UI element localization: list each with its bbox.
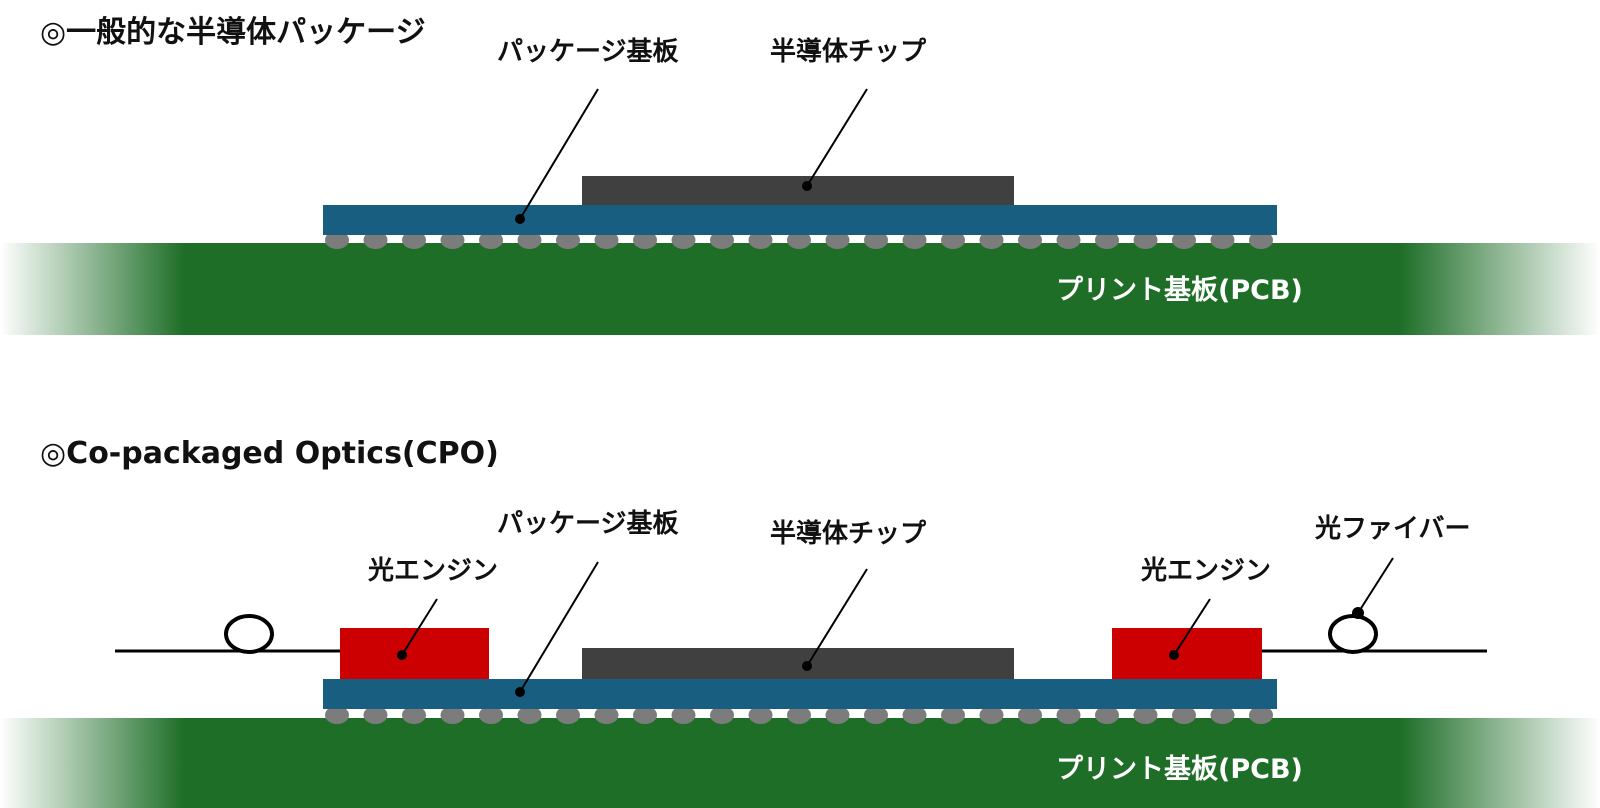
semiconductor-chip [582, 648, 1014, 679]
cpo-diagram: ◎Co-packaged Optics(CPO) プリント基板(PCB) パッケ… [0, 436, 1600, 808]
solder-bump [1249, 706, 1273, 724]
solder-bump [864, 706, 888, 724]
solder-bump [1210, 706, 1235, 724]
chip-leader-dot [802, 661, 812, 671]
solder-bump [1018, 706, 1042, 724]
solder-bump [517, 706, 542, 724]
chip-leader-dot [802, 181, 812, 191]
solder-bump [633, 231, 657, 249]
substrate-leader-line [519, 561, 599, 693]
pcb-label: プリント基板(PCB) [1056, 754, 1303, 785]
solder-bump [1172, 706, 1196, 724]
solder-bump [594, 231, 619, 249]
engine-right-leader-line [1173, 598, 1211, 656]
chip-label: 半導体チップ [770, 36, 927, 67]
solder-bump [1133, 231, 1158, 249]
solder-bump [710, 706, 734, 724]
solder-bump [1018, 231, 1042, 249]
solder-bump [671, 706, 696, 724]
fiber-loop-right [1328, 614, 1378, 654]
solder-bump-row [325, 231, 1273, 249]
cpo-title: ◎Co-packaged Optics(CPO) [40, 436, 499, 471]
solder-bump-row [325, 706, 1273, 724]
solder-bump [1095, 231, 1119, 249]
substrate-leader-line [519, 88, 599, 220]
solder-bump [1056, 706, 1081, 724]
chip-leader-line [806, 568, 868, 667]
solder-bump [941, 231, 965, 249]
solder-bump [1056, 231, 1081, 249]
solder-bump [979, 231, 1004, 249]
fiber-leader-line [1357, 557, 1394, 614]
fiber-leader-dot [1352, 607, 1364, 619]
solder-bump [479, 706, 503, 724]
substrate-leader-dot [515, 214, 525, 224]
solder-bump [1133, 706, 1158, 724]
solder-bump [402, 231, 426, 249]
engine-left-label: 光エンジン [367, 556, 498, 586]
engine-right-label: 光エンジン [1140, 556, 1271, 586]
solder-bump [748, 706, 773, 724]
solder-bump [941, 706, 965, 724]
package-substrate [323, 205, 1277, 235]
solder-bump [402, 706, 426, 724]
solder-bump [671, 231, 696, 249]
solder-bump [363, 706, 388, 724]
solder-bump [1210, 231, 1235, 249]
substrate-label: パッケージ基板 [497, 37, 678, 67]
solder-bump [556, 231, 580, 249]
engine-right-leader-dot [1169, 650, 1179, 660]
fiber-loop-left [224, 614, 274, 654]
solder-bump [363, 231, 388, 249]
solder-bump [825, 231, 850, 249]
solder-bump [325, 706, 349, 724]
engine-left-leader-dot [397, 650, 407, 660]
package-substrate [323, 679, 1277, 709]
solder-bump [979, 706, 1004, 724]
pcb-board [0, 243, 1600, 335]
engine-left-leader-line [401, 598, 438, 656]
solder-bump [1172, 231, 1196, 249]
pcb-board [0, 718, 1600, 808]
solder-bump [864, 231, 888, 249]
substrate-label: パッケージ基板 [497, 509, 678, 539]
pcb-label: プリント基板(PCB) [1056, 275, 1303, 306]
chip-label: 半導体チップ [770, 518, 927, 549]
solder-bump [440, 706, 465, 724]
solder-bump [902, 231, 927, 249]
fiber-label: 光ファイバー [1314, 514, 1470, 544]
solder-bump [440, 231, 465, 249]
solder-bump [748, 231, 773, 249]
solder-bump [787, 231, 811, 249]
solder-bump [594, 706, 619, 724]
solder-bump [479, 231, 503, 249]
solder-bump [1095, 706, 1119, 724]
general-package-diagram: ◎一般的な半導体パッケージ プリント基板(PCB) パッケージ基板 半導体チップ [0, 15, 1600, 335]
solder-bump [902, 706, 927, 724]
substrate-leader-dot [515, 687, 525, 697]
solder-bump [825, 706, 850, 724]
general-package-title: ◎一般的な半導体パッケージ [40, 15, 426, 50]
chip-leader-line [806, 88, 868, 187]
solder-bump [710, 231, 734, 249]
solder-bump [1249, 231, 1273, 249]
solder-bump [556, 706, 580, 724]
solder-bump [787, 706, 811, 724]
solder-bump [517, 231, 542, 249]
solder-bump [325, 231, 349, 249]
solder-bump [633, 706, 657, 724]
semiconductor-chip [582, 176, 1014, 205]
